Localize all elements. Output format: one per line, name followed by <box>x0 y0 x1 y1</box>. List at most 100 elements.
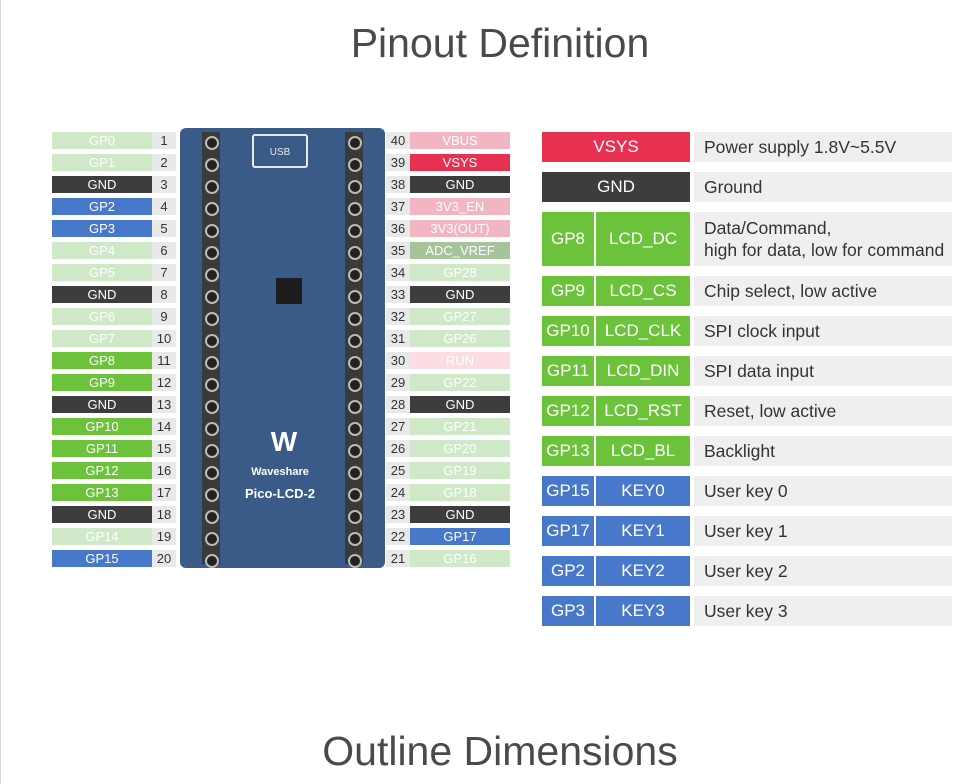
pin-number: 3 <box>152 176 176 193</box>
header-pad <box>348 202 362 216</box>
pin-number: 29 <box>386 374 410 391</box>
pin-number: 11 <box>152 352 176 369</box>
pin-label: GP6 <box>52 308 152 325</box>
table-description: Ground <box>694 172 952 202</box>
board-brand: Waveshare <box>251 466 309 478</box>
table-function: LCD_RST <box>596 396 690 426</box>
pin-number: 28 <box>386 396 410 413</box>
pin-number: 15 <box>152 440 176 457</box>
header-pad <box>348 422 362 436</box>
header-pad <box>348 356 362 370</box>
pin-number: 20 <box>152 550 176 567</box>
header-pad <box>205 356 219 370</box>
header-pad <box>348 312 362 326</box>
table-function: GND <box>542 172 690 202</box>
pin-label: GP19 <box>410 462 510 479</box>
header-pad <box>205 554 219 568</box>
pin-number: 23 <box>386 506 410 523</box>
header-pad <box>348 466 362 480</box>
table-pin: GP3 <box>542 596 594 626</box>
header-pad <box>205 158 219 172</box>
pin-number: 16 <box>152 462 176 479</box>
pin-label: GP9 <box>52 374 152 391</box>
table-description: Data/Command, high for data, low for com… <box>694 212 952 266</box>
pin-label: GND <box>52 396 152 413</box>
pin-number: 1 <box>152 132 176 149</box>
pin-label: VSYS <box>410 154 510 171</box>
table-description: User key 3 <box>694 596 952 626</box>
pin-number: 35 <box>386 242 410 259</box>
header-pad <box>348 136 362 150</box>
pin-label: GP16 <box>410 550 510 567</box>
table-description: SPI clock input <box>694 316 952 346</box>
pin-label: GP4 <box>52 242 152 259</box>
pin-label: GP2 <box>52 198 152 215</box>
pin-label: GP14 <box>52 528 152 545</box>
table-description: SPI data input <box>694 356 952 386</box>
pin-number: 38 <box>386 176 410 193</box>
page-title: Pinout Definition <box>350 20 650 66</box>
header-pad <box>348 290 362 304</box>
pin-number: 33 <box>386 286 410 303</box>
pin-label: GP22 <box>410 374 510 391</box>
header-pad <box>205 510 219 524</box>
header-pad <box>348 400 362 414</box>
header-pad <box>205 202 219 216</box>
pin-number: 18 <box>152 506 176 523</box>
usb-connector: USB <box>252 134 308 168</box>
table-pin: GP9 <box>542 276 594 306</box>
header-pad <box>205 378 219 392</box>
table-function: LCD_DIN <box>596 356 690 386</box>
pin-label: GP21 <box>410 418 510 435</box>
table-description: Backlight <box>694 436 952 466</box>
table-description: Chip select, low active <box>694 276 952 306</box>
pin-number: 2 <box>152 154 176 171</box>
pin-label: 3V3(OUT) <box>410 220 510 237</box>
pin-label: GP20 <box>410 440 510 457</box>
header-pad <box>205 312 219 326</box>
pin-number: 6 <box>152 242 176 259</box>
pin-number: 14 <box>152 418 176 435</box>
pin-label: ADC_VREF <box>410 242 510 259</box>
header-pad <box>205 466 219 480</box>
pin-label: GP10 <box>52 418 152 435</box>
pin-number: 39 <box>386 154 410 171</box>
header-pad <box>348 334 362 348</box>
pin-number: 17 <box>152 484 176 501</box>
header-pad <box>205 180 219 194</box>
page-left-border <box>0 0 1 784</box>
pin-label: GP17 <box>410 528 510 545</box>
pin-label: GP15 <box>52 550 152 567</box>
pin-number: 22 <box>386 528 410 545</box>
header-pad <box>348 554 362 568</box>
pin-label: GP13 <box>52 484 152 501</box>
header-pad <box>205 400 219 414</box>
pin-number: 13 <box>152 396 176 413</box>
table-pin: GP12 <box>542 396 594 426</box>
pin-number: 26 <box>386 440 410 457</box>
table-description: User key 1 <box>694 516 952 546</box>
header-pad <box>348 246 362 260</box>
